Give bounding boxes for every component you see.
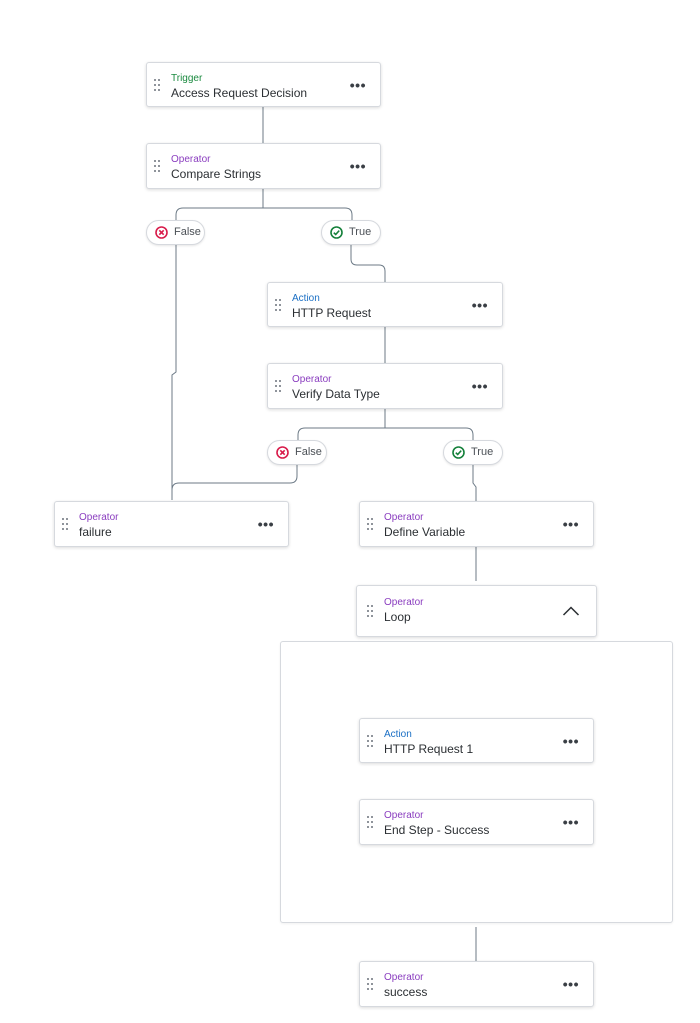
node-title: Access Request Decision bbox=[171, 86, 308, 100]
x-circle-icon bbox=[155, 226, 168, 239]
node-http-request[interactable]: Action HTTP Request ••• bbox=[267, 282, 503, 327]
check-circle-icon bbox=[452, 446, 465, 459]
check-circle-icon bbox=[330, 226, 343, 239]
node-kind: Operator bbox=[171, 154, 211, 165]
more-icon[interactable]: ••• bbox=[562, 976, 579, 992]
chevron-up-icon[interactable] bbox=[562, 605, 580, 617]
drag-handle-icon[interactable] bbox=[154, 78, 160, 91]
drag-handle-icon[interactable] bbox=[367, 734, 373, 747]
more-icon[interactable]: ••• bbox=[257, 516, 274, 532]
branch-label: True bbox=[471, 446, 494, 458]
connector bbox=[350, 245, 386, 282]
connector bbox=[297, 409, 386, 440]
branch-label: False bbox=[174, 226, 201, 238]
node-define-variable[interactable]: Operator Define Variable ••• bbox=[359, 501, 594, 547]
node-failure[interactable]: Operator failure ••• bbox=[54, 501, 289, 547]
node-title: success bbox=[384, 985, 428, 999]
branch-true-verify[interactable]: True bbox=[443, 440, 503, 465]
branch-label: False bbox=[295, 446, 322, 458]
node-loop[interactable]: Operator Loop bbox=[356, 585, 597, 637]
node-title: Loop bbox=[384, 610, 411, 624]
x-circle-icon bbox=[276, 446, 289, 459]
node-kind: Action bbox=[384, 729, 412, 740]
node-kind: Operator bbox=[384, 597, 424, 608]
loop-container bbox=[280, 641, 673, 923]
node-title: failure bbox=[79, 525, 112, 539]
node-kind: Trigger bbox=[171, 73, 203, 84]
node-title: Define Variable bbox=[384, 525, 466, 539]
connector bbox=[472, 464, 477, 501]
node-title: End Step - Success bbox=[384, 823, 490, 837]
branch-label: True bbox=[349, 226, 372, 238]
drag-handle-icon[interactable] bbox=[154, 160, 160, 172]
more-icon[interactable]: ••• bbox=[349, 158, 366, 174]
node-kind: Operator bbox=[384, 810, 424, 821]
node-title: HTTP Request bbox=[292, 306, 372, 320]
drag-handle-icon[interactable] bbox=[367, 518, 373, 530]
node-http-request-1[interactable]: Action HTTP Request 1 ••• bbox=[359, 718, 594, 763]
branch-true-compare[interactable]: True bbox=[321, 220, 381, 245]
node-kind: Operator bbox=[79, 512, 119, 523]
more-icon[interactable]: ••• bbox=[471, 296, 488, 313]
node-kind: Operator bbox=[384, 972, 424, 983]
drag-handle-icon[interactable] bbox=[367, 605, 373, 617]
node-kind: Operator bbox=[384, 512, 424, 523]
more-icon[interactable]: ••• bbox=[562, 732, 579, 749]
drag-handle-icon[interactable] bbox=[275, 298, 281, 311]
node-kind: Operator bbox=[292, 374, 332, 385]
node-title: HTTP Request 1 bbox=[384, 742, 474, 756]
node-verify-data-type[interactable]: Operator Verify Data Type ••• bbox=[267, 363, 503, 409]
more-icon[interactable]: ••• bbox=[562, 814, 579, 830]
node-end-step-success[interactable]: Operator End Step - Success ••• bbox=[359, 799, 594, 845]
node-trigger[interactable]: Trigger Access Request Decision ••• bbox=[146, 62, 381, 107]
more-icon[interactable]: ••• bbox=[471, 378, 488, 394]
connector bbox=[171, 245, 177, 500]
drag-handle-icon[interactable] bbox=[367, 816, 373, 828]
connector bbox=[385, 427, 474, 440]
node-title: Compare Strings bbox=[171, 167, 262, 181]
connector bbox=[263, 207, 353, 220]
connector bbox=[175, 189, 264, 220]
node-title: Verify Data Type bbox=[292, 387, 380, 401]
more-icon[interactable]: ••• bbox=[562, 516, 579, 532]
node-success[interactable]: Operator success ••• bbox=[359, 961, 594, 1007]
drag-handle-icon[interactable] bbox=[367, 978, 373, 990]
node-kind: Action bbox=[292, 293, 320, 304]
node-compare-strings[interactable]: Operator Compare Strings ••• bbox=[146, 143, 381, 189]
more-icon[interactable]: ••• bbox=[349, 76, 366, 93]
branch-false-compare[interactable]: False bbox=[146, 220, 205, 245]
drag-handle-icon[interactable] bbox=[62, 518, 68, 530]
drag-handle-icon[interactable] bbox=[275, 380, 281, 392]
connector bbox=[171, 464, 298, 500]
branch-false-verify[interactable]: False bbox=[267, 440, 327, 465]
